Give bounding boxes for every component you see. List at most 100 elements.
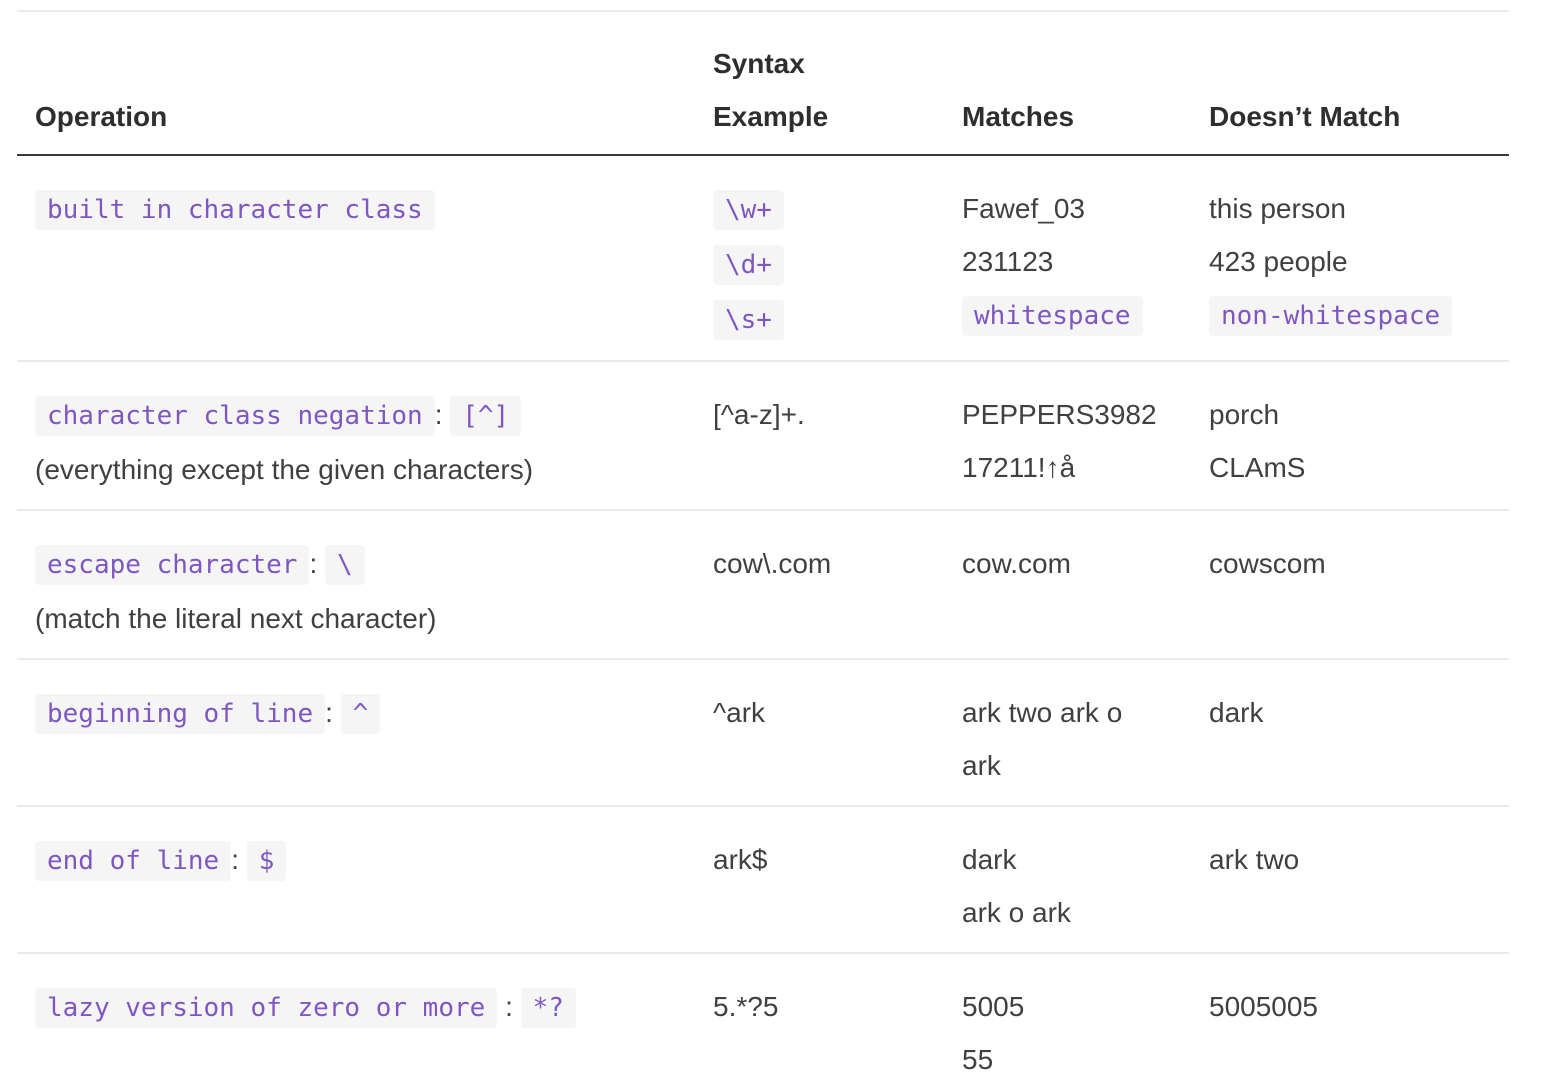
text-segment: cowscom xyxy=(1209,548,1326,579)
text-segment: CLAmS xyxy=(1209,452,1306,483)
table-body: built in character class \w+\d+ \s+ Fawef_0… xyxy=(17,155,1509,1090)
text-segment: 5005 xyxy=(962,991,1025,1022)
cell-line: ark xyxy=(962,739,1173,792)
code-span: [^] xyxy=(450,396,522,436)
text-segment: : xyxy=(497,991,521,1022)
text-segment: ^ark xyxy=(713,697,766,728)
cell-line: built in character class xyxy=(35,182,677,237)
code-span: whitespace xyxy=(962,296,1143,336)
code-span: character class negation xyxy=(35,396,435,436)
column-header-doesnt-match: Doesn’t Match xyxy=(1191,11,1509,156)
code-span: ^ xyxy=(340,694,381,734)
cell-operation: built in character class xyxy=(17,155,695,361)
cell-line: escape character: \ xyxy=(35,537,677,592)
code-span: built in character class xyxy=(35,190,435,230)
text-segment: cow\.com xyxy=(713,548,832,579)
text-segment: : xyxy=(325,697,341,728)
code-span: \s+ xyxy=(713,300,784,340)
text-segment: this person xyxy=(1209,193,1346,224)
code-span: *? xyxy=(520,988,576,1028)
cell-line: cowscom xyxy=(1209,537,1491,590)
cell-line: whitespace xyxy=(962,288,1173,343)
cell-syntax: \w+\d+ \s+ xyxy=(695,155,944,361)
code-span: $ xyxy=(246,841,287,881)
cell-syntax: cow\.com xyxy=(695,509,944,659)
text-segment: (everything except the given characters) xyxy=(35,454,534,485)
cell-line: 5005 xyxy=(962,980,1173,1033)
cell-line: 231123 xyxy=(962,235,1173,288)
cell-line: cow.com xyxy=(962,537,1173,590)
header-label: Operation xyxy=(35,101,168,132)
cell-syntax: ark$ xyxy=(695,805,944,953)
cell-line: beginning of line: ^ xyxy=(35,686,677,741)
column-header-matches: Matches xyxy=(944,11,1191,156)
cell-operation: end of line: $ xyxy=(17,805,695,953)
cell-line: PEPPERS3982 xyxy=(962,388,1173,441)
cell-line: lazy version of zero or more : *? xyxy=(35,980,677,1035)
cell-line: 17211!↑å xyxy=(962,441,1173,494)
text-segment: dark xyxy=(962,844,1017,875)
cell-line: end of line: $ xyxy=(35,833,677,888)
text-segment: : xyxy=(231,844,247,875)
text-segment: 17211!↑å xyxy=(962,452,1076,483)
text-segment: 5005005 xyxy=(1209,991,1319,1022)
text-segment: : xyxy=(434,399,451,430)
text-segment: : xyxy=(309,548,326,579)
table-row: end of line: $ ark$ dark ark o ark ark two xyxy=(17,805,1509,953)
text-segment: Fawef_03 xyxy=(962,193,1085,224)
cell-syntax: [^a-z]+. xyxy=(695,360,944,510)
header-label: Doesn’t Match xyxy=(1209,101,1401,132)
cell-line: ark$ xyxy=(713,833,926,886)
cell-line: dark xyxy=(1209,686,1491,739)
text-segment: dark xyxy=(1209,697,1264,728)
cell-operation: character class negation: [^] (everything… xyxy=(17,360,695,510)
cell-line: \w+ xyxy=(713,182,926,237)
cell-syntax: 5.*?5 xyxy=(695,952,944,1090)
cell-matches: PEPPERS3982 17211!↑å xyxy=(944,360,1191,510)
cell-line: non-whitespace xyxy=(1209,288,1491,343)
text-segment: ark two xyxy=(1209,844,1300,875)
text-segment: PEPPERS3982 xyxy=(962,399,1157,430)
text-segment: 231123 xyxy=(962,246,1054,277)
cell-line: ^ark xyxy=(713,686,926,739)
cell-line: \d+ xyxy=(713,237,926,292)
cell-operation: beginning of line: ^ xyxy=(17,658,695,806)
code-span: \ xyxy=(325,545,365,585)
header-label: Syntax xyxy=(713,48,805,79)
table-header: Operation Syntax Example Matches Doesn’t… xyxy=(17,11,1509,156)
text-segment: (match the literal next character) xyxy=(35,603,437,634)
cell-line: (match the literal next character) xyxy=(35,592,677,645)
text-segment: ark o ark xyxy=(962,897,1071,928)
cell-line: ark two xyxy=(1209,833,1491,886)
code-span: escape character xyxy=(35,545,310,585)
header-label: Example xyxy=(713,101,829,132)
table-row: character class negation: [^] (everything… xyxy=(17,360,1509,510)
regex-operations-table: Operation Syntax Example Matches Doesn’t… xyxy=(17,10,1509,1090)
cell-line: (everything except the given characters) xyxy=(35,443,677,496)
text-segment: ark$ xyxy=(713,844,768,875)
header-label: Matches xyxy=(962,101,1075,132)
cell-matches: dark ark o ark xyxy=(944,805,1191,953)
column-header-syntax-example: Syntax Example xyxy=(695,11,944,156)
cell-line: 5.*?5 xyxy=(713,980,926,1033)
code-span: end of line xyxy=(35,841,232,881)
cell-operation: lazy version of zero or more : *? xyxy=(17,952,695,1090)
cell-line: 5005005 xyxy=(1209,980,1491,1033)
cell-matches: 5005 55 xyxy=(944,952,1191,1090)
cell-line: this person xyxy=(1209,182,1491,235)
text-segment: ark xyxy=(962,750,1001,781)
text-segment: 5.*?5 xyxy=(713,991,779,1022)
header-row: Operation Syntax Example Matches Doesn’t… xyxy=(17,11,1509,156)
cell-line: 55 xyxy=(962,1033,1173,1086)
cell-syntax: ^ark xyxy=(695,658,944,806)
table-row: built in character class \w+\d+ \s+ Fawef_0… xyxy=(17,155,1509,361)
cell-line: \s+ xyxy=(713,292,926,347)
cell-matches: cow.com xyxy=(944,509,1191,659)
text-segment: [^a-z]+. xyxy=(713,399,805,430)
cell-doesnt-match: 5005005 xyxy=(1191,952,1509,1090)
cell-line: character class negation: [^] xyxy=(35,388,677,443)
